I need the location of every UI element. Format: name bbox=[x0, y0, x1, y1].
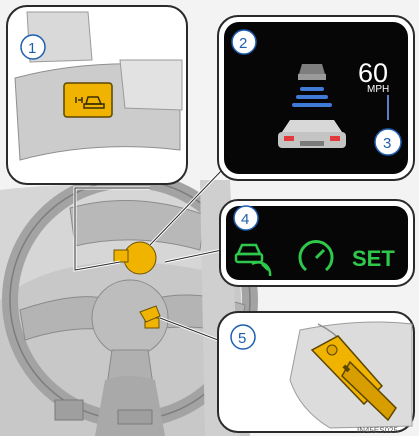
speed-unit-label: MPH bbox=[367, 84, 389, 95]
callout-5: 5 bbox=[231, 325, 255, 349]
callout-4: 4 bbox=[234, 206, 258, 230]
svg-text:1: 1 bbox=[28, 40, 36, 57]
svg-text:2: 2 bbox=[239, 35, 247, 52]
panel-1-switch bbox=[7, 6, 187, 184]
figure-code: IN45ES025 bbox=[357, 426, 398, 435]
svg-text:5: 5 bbox=[238, 330, 246, 347]
own-vehicle-icon bbox=[278, 120, 346, 148]
callout-2: 2 bbox=[232, 30, 256, 54]
preceding-vehicle-icon bbox=[299, 64, 325, 74]
distance-switch-button bbox=[64, 83, 112, 117]
svg-text:3: 3 bbox=[383, 135, 391, 152]
callout-3: 3 bbox=[375, 129, 401, 155]
callout-1: 1 bbox=[21, 35, 45, 59]
set-indicator: SET bbox=[352, 246, 395, 271]
svg-text:4: 4 bbox=[241, 211, 249, 228]
highlight-dot bbox=[124, 242, 156, 274]
